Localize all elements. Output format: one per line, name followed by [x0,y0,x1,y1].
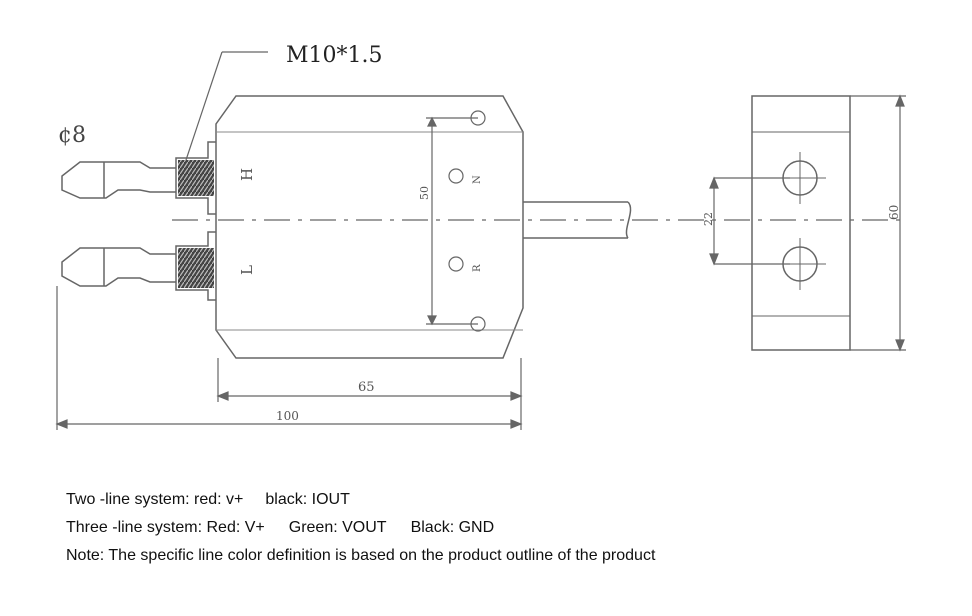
note-two-line: Two -line system: red: v+ black: IOUT [66,486,655,514]
two-line-red: Two -line system: red: v+ [66,491,244,508]
three-line-red: Three -line system: Red: V+ [66,519,265,536]
two-line-black: black: IOUT [265,491,350,508]
dim-100-label: 100 [276,409,299,423]
letter-l: L [238,265,256,275]
dimension-22 [709,176,790,266]
cable [523,201,632,239]
note-definition: Note: The specific line color definition… [66,547,656,564]
letter-n: N [472,175,483,184]
dim-50-label: 50 [418,186,431,200]
technical-drawing: 50 H L N R M10*1.5 ¢8 65 100 [55,43,906,430]
letter-r: R [472,264,483,272]
three-line-green: Green: VOUT [288,519,387,536]
dimension-50 [426,110,486,332]
upper-plug [61,141,216,215]
diameter-label: ¢8 [58,123,86,148]
lower-plug [61,231,216,301]
three-line-black: Black: GND [410,519,495,536]
dim-60-label: 60 [887,205,901,220]
sensor-body [215,95,524,359]
dimension-60 [850,94,906,352]
dim-22-label: 22 [702,212,715,226]
side-view [751,95,851,351]
thread-leader [185,51,268,161]
letter-h: H [238,168,256,181]
thread-label: M10*1.5 [286,43,383,68]
dim-65-label: 65 [358,380,375,395]
dimension-100 [55,286,523,430]
wiring-notes: Two -line system: red: v+ black: IOUT Thr… [66,486,655,570]
dimension-65 [216,358,523,430]
note-three-line: Three -line system: Red: V+ Green: VOUT Bl… [66,514,655,542]
